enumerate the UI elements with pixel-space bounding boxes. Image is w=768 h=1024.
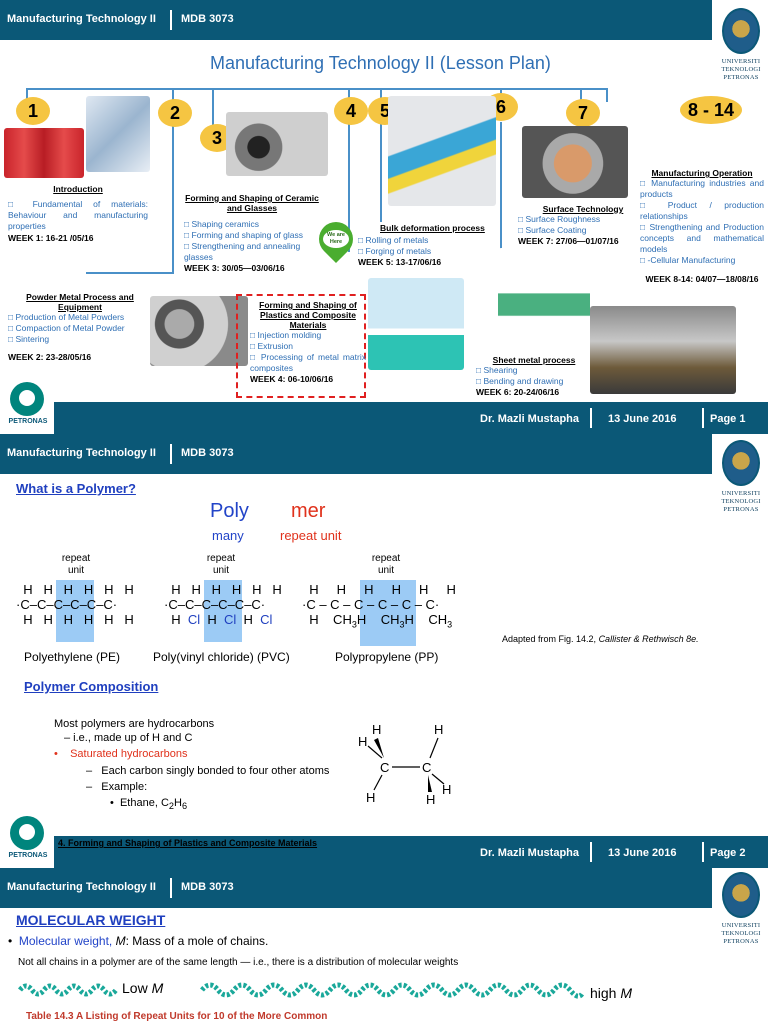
step-8-14: 8 - 14 — [680, 96, 742, 124]
pp-label: Polypropylene (PP) — [335, 650, 439, 664]
saturated-line: • Saturated hydrocarbons — [54, 748, 188, 760]
svg-text:H: H — [434, 722, 443, 737]
table-caption: Table 14.3 A Listing of Repeat Units for… — [26, 1011, 328, 1022]
footer-page: Page 1 — [710, 413, 746, 425]
repeat-unit-label: repeat unit — [280, 528, 342, 543]
slide2-header: Manufacturing Technology II MDB 3073 — [0, 434, 712, 474]
section-powder-metal: Powder Metal Process and Equipment □ Pro… — [8, 292, 134, 362]
petronas-logo: PETRONAS — [6, 816, 50, 866]
manufacturing-machine-image — [590, 306, 736, 394]
hc-detail-line: – i.e., made up of H and C — [64, 732, 193, 744]
slide3-header: Manufacturing Technology II MDB 3073 — [0, 868, 712, 908]
svg-text:H: H — [358, 734, 367, 749]
pe-label: Polyethylene (PE) — [24, 650, 121, 664]
slide1-footer: PETRONAS Dr. Mazli Mustapha 13 June 2016… — [0, 382, 768, 434]
ethane-line: • Ethane, C2H6 — [110, 797, 188, 812]
svg-text:H: H — [442, 782, 451, 797]
pvc-structure: H H H H H H ·C–C–C–C–C–C· H Cl H Cl H Cl — [164, 582, 282, 627]
step-1: 1 — [16, 97, 50, 125]
svg-text:H: H — [372, 722, 381, 737]
course-title: Manufacturing Technology II — [7, 13, 156, 25]
low-m-label: Low M — [122, 980, 164, 996]
example-line: – Example: — [86, 781, 148, 793]
high-m-label: high M — [590, 985, 633, 1001]
we-are-here-pin-icon: We are Here — [311, 214, 361, 272]
composite-layers-image — [368, 278, 464, 370]
short-chain-icon — [18, 983, 118, 997]
polymer-title: What is a Polymer? — [16, 481, 136, 496]
utp-emblem-icon — [722, 8, 760, 54]
powder-metal-parts-image — [150, 296, 248, 366]
lesson-plan-title: Manufacturing Technology II (Lesson Plan… — [210, 53, 551, 73]
current-topic-box — [236, 294, 366, 398]
rolling-diagram-image — [388, 96, 496, 206]
molecular-weight-title: MOLECULAR WEIGHT — [16, 912, 166, 928]
step-2: 2 — [158, 99, 192, 127]
section-introduction: Introduction □ Fundamental of materials:… — [8, 184, 148, 243]
repeat-unit-label-pp: repeat unit — [371, 553, 401, 576]
step-7: 7 — [566, 99, 600, 127]
footer-date: 13 June 2016 — [608, 413, 677, 425]
polyethylene-structure: H H H H H H ·C–C–C–C–C–C· H H H H H H — [16, 582, 134, 627]
long-chain-icon — [200, 982, 584, 999]
molecular-weight-definition: • Molecular weight, M: Mass of a mole of… — [8, 934, 269, 948]
distribution-note: Not all chains in a polymer are of the s… — [18, 957, 459, 968]
footer-topic: 4. Forming and Shaping of Plastics and C… — [58, 838, 318, 848]
sheet-metal-diagram-image — [498, 248, 590, 360]
pvc-label: Poly(vinyl chloride) (PVC) — [153, 650, 290, 664]
surface-disc-image — [522, 126, 628, 198]
pvc-repeat-highlight — [204, 580, 242, 642]
slide1-header: Manufacturing Technology II MDB 3073 — [0, 0, 712, 40]
cube-deformation-image — [86, 96, 150, 172]
composition-title: Polymer Composition — [24, 679, 159, 694]
pp-repeat-highlight — [360, 580, 416, 646]
section-sheet-metal: Sheet metal process □ Shearing □ Bending… — [476, 355, 576, 397]
utp-emblem-icon — [722, 440, 760, 486]
poly-word: Poly — [210, 500, 249, 522]
mer-word: mer — [291, 500, 326, 522]
footer-author: Dr. Mazli Mustapha — [480, 413, 580, 425]
svg-text:C: C — [380, 760, 389, 775]
repeat-unit-label-pe: repeat unit — [61, 553, 91, 576]
petronas-logo: PETRONAS — [6, 382, 50, 432]
pe-repeat-highlight — [56, 580, 94, 642]
hydrocarbons-line: Most polymers are hydrocarbons — [54, 718, 215, 730]
header-divider — [170, 10, 172, 30]
figure-citation: Adapted from Fig. 14.2, Callister & Reth… — [502, 634, 699, 644]
polypropylene-structure: H H H H H H ·C – C – C – C – C – C· H CH… — [302, 582, 456, 630]
many-label: many — [212, 528, 244, 543]
svg-text:H: H — [366, 790, 375, 805]
course-code: MDB 3073 — [181, 13, 234, 25]
single-bond-line: – Each carbon singly bonded to four othe… — [86, 765, 330, 777]
svg-text:H: H — [426, 792, 435, 807]
repeat-unit-label-pvc: repeat unit — [206, 553, 236, 576]
svg-text:C: C — [422, 760, 431, 775]
section-ceramic: Forming and Shaping of Ceramic and Glass… — [184, 193, 319, 273]
section-manufacturing-operation: Manufacturing Operation □ Manufacturing … — [640, 168, 765, 284]
ceramic-rings-image — [226, 112, 328, 176]
section-plastics: Forming and Shaping of Plastics and Comp… — [250, 300, 366, 384]
section-bulk-deformation: Bulk deformation process □ Rolling of me… — [358, 223, 485, 267]
slide2-footer: PETRONAS Dr. Mazli Mustapha 13 June 2016… — [0, 816, 768, 868]
section-surface-technology: Surface Technology □ Surface Roughness □… — [518, 204, 624, 246]
cans-image — [4, 128, 84, 178]
step-4: 4 — [334, 97, 368, 125]
timeline-line — [26, 88, 606, 90]
utp-emblem-icon — [722, 872, 760, 918]
